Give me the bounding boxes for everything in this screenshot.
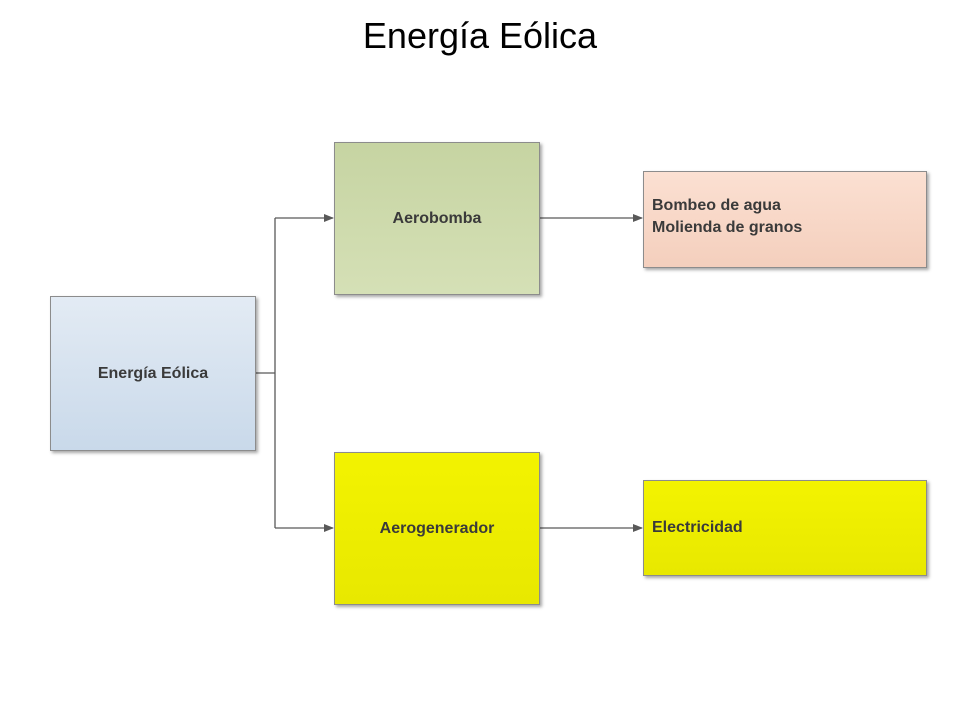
use-item-bombeo: Bombeo de agua: [652, 197, 781, 214]
use-item-electricidad: Electricidad: [652, 519, 743, 536]
page-title: Energía Eólica: [362, 15, 598, 56]
aerobomba-label: Aerobomba: [392, 209, 482, 227]
aerogenerador-label: Aerogenerador: [379, 519, 495, 537]
aerobomba-uses-box: Bombeo de agua Molienda de granos: [643, 171, 927, 268]
use-item-molienda: Molienda de granos: [652, 219, 803, 236]
aerogenerador-uses-box: Electricidad: [643, 480, 927, 576]
source-label: Energía Eólica: [97, 364, 209, 382]
source-box: Energía Eólica: [50, 296, 256, 451]
aerobomba-box: Aerobomba: [334, 142, 540, 295]
aerogenerador-box: Aerogenerador: [334, 452, 540, 605]
